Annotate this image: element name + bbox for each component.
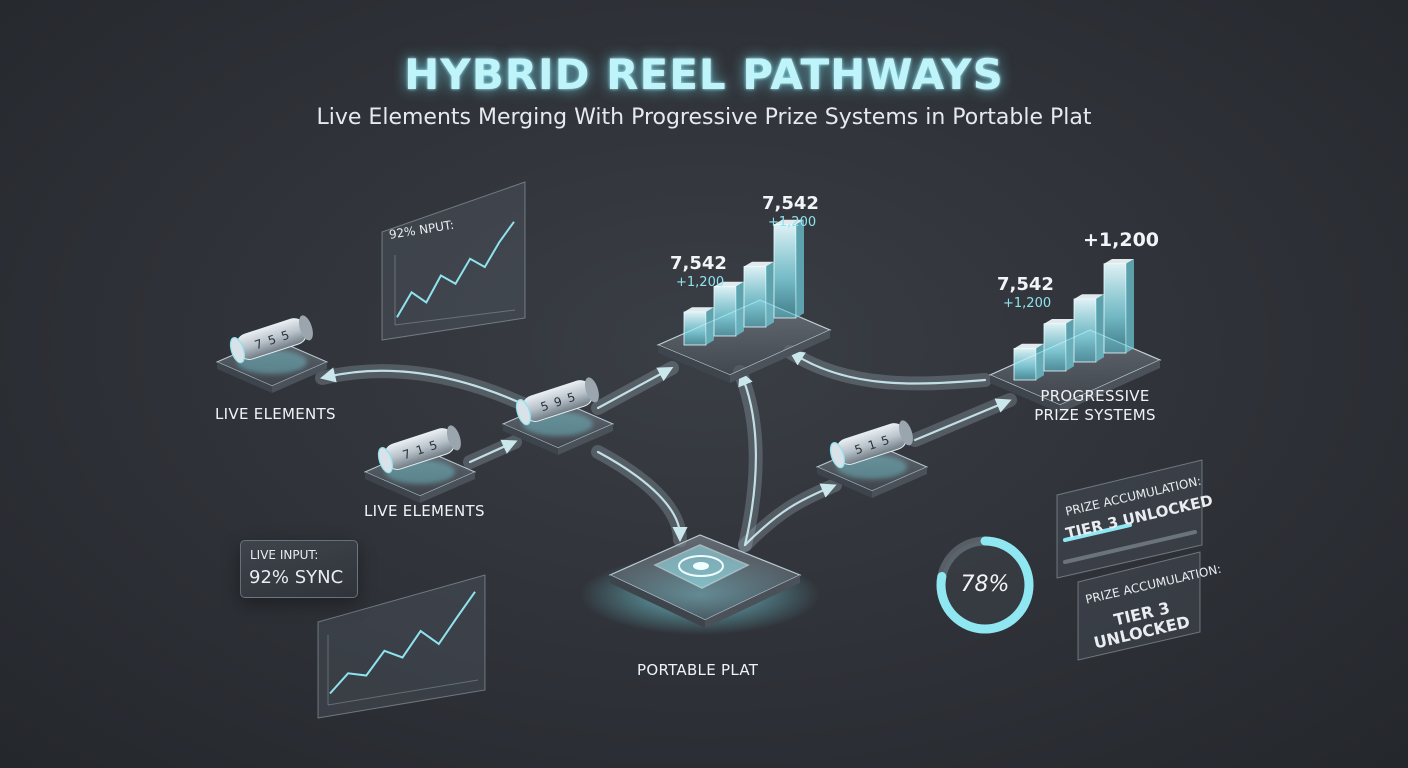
pathway-live-top-to-center	[315, 364, 532, 412]
reel-live-bottom-digit-2: 1	[414, 442, 426, 458]
pathways	[315, 345, 1017, 552]
prize-panel-2-frame	[1077, 551, 1201, 661]
progressive-label-line2: PRIZE SYSTEMS	[1034, 406, 1156, 424]
live-elements-top-label: LIVE ELEMENTS	[215, 405, 336, 423]
input-panel-bottom-frame	[317, 574, 486, 719]
jackpot-right-top-delta: +1,200	[1083, 229, 1160, 251]
jackpot-center-delta-b: +1,200	[768, 215, 817, 230]
pathway-jackpot-to-plat	[733, 365, 763, 552]
jackpot-right-value: 7,542	[997, 274, 1054, 295]
live-input-value: 92% SYNC	[249, 567, 344, 588]
reel-center-digit-3: 5	[566, 390, 578, 406]
reel-center-digit-1: 5	[539, 398, 551, 414]
input-panel-top-frame	[381, 181, 526, 341]
reel-right-digit-1: 5	[853, 441, 865, 457]
arrow-to-live-top	[319, 367, 527, 407]
jackpot-platform-center	[656, 219, 832, 383]
reel-right-digit-2: 1	[866, 437, 878, 453]
live-elements-bottom-label: LIVE ELEMENTS	[364, 502, 485, 520]
reel-live-bottom-digit-3: 5	[428, 438, 440, 454]
prize-panel-1-frame	[1056, 459, 1203, 579]
gauge-value: 78%	[960, 572, 1010, 597]
live-input-card: LIVE INPUT: 92% SYNC	[240, 540, 358, 598]
jackpot-center-bar-3	[743, 261, 774, 328]
jackpot-center-value-b: 7,542	[762, 193, 819, 214]
reel-right-digit-3: 5	[880, 433, 892, 449]
jackpot-right-bar-4	[1103, 258, 1134, 354]
prize-platform-right	[988, 258, 1162, 413]
jackpot-right-bar-2	[1043, 318, 1074, 372]
jackpot-right-bar-3	[1073, 294, 1104, 363]
jackpot-center-delta-a: +1,200	[676, 275, 725, 290]
reel-live-top-digit-3: 5	[280, 328, 292, 344]
live-input-label: LIVE INPUT:	[250, 548, 319, 562]
jackpot-right-bar-1	[1013, 343, 1044, 381]
sync-gauge	[936, 536, 1034, 634]
portable-plat-platform	[580, 534, 820, 635]
reel-live-top-digit-2: 5	[266, 332, 278, 348]
pathway-center-to-plat	[591, 445, 687, 547]
page-subtitle: Live Elements Merging With Progressive P…	[316, 105, 1092, 130]
jackpot-center-bar-2	[713, 281, 744, 337]
progressive-label-line1: PROGRESSIVE	[1040, 387, 1150, 405]
reel-live-top-digit-1: 7	[253, 336, 265, 352]
progressive-prize-systems-label: PROGRESSIVE PRIZE SYSTEMS	[1020, 387, 1170, 425]
jackpot-center-bar-4	[773, 219, 804, 319]
portable-plat-label: PORTABLE PLAT	[637, 661, 759, 679]
reel-center-digit-2: 9	[552, 394, 564, 410]
jackpot-center-value-a: 7,542	[670, 253, 727, 274]
jackpot-right-delta: +1,200	[1003, 296, 1052, 311]
jackpot-center-bar-1	[683, 307, 714, 346]
reel-live-bottom-digit-1: 7	[401, 446, 413, 462]
page-title: HYBRID REEL PATHWAYS	[404, 50, 1004, 99]
